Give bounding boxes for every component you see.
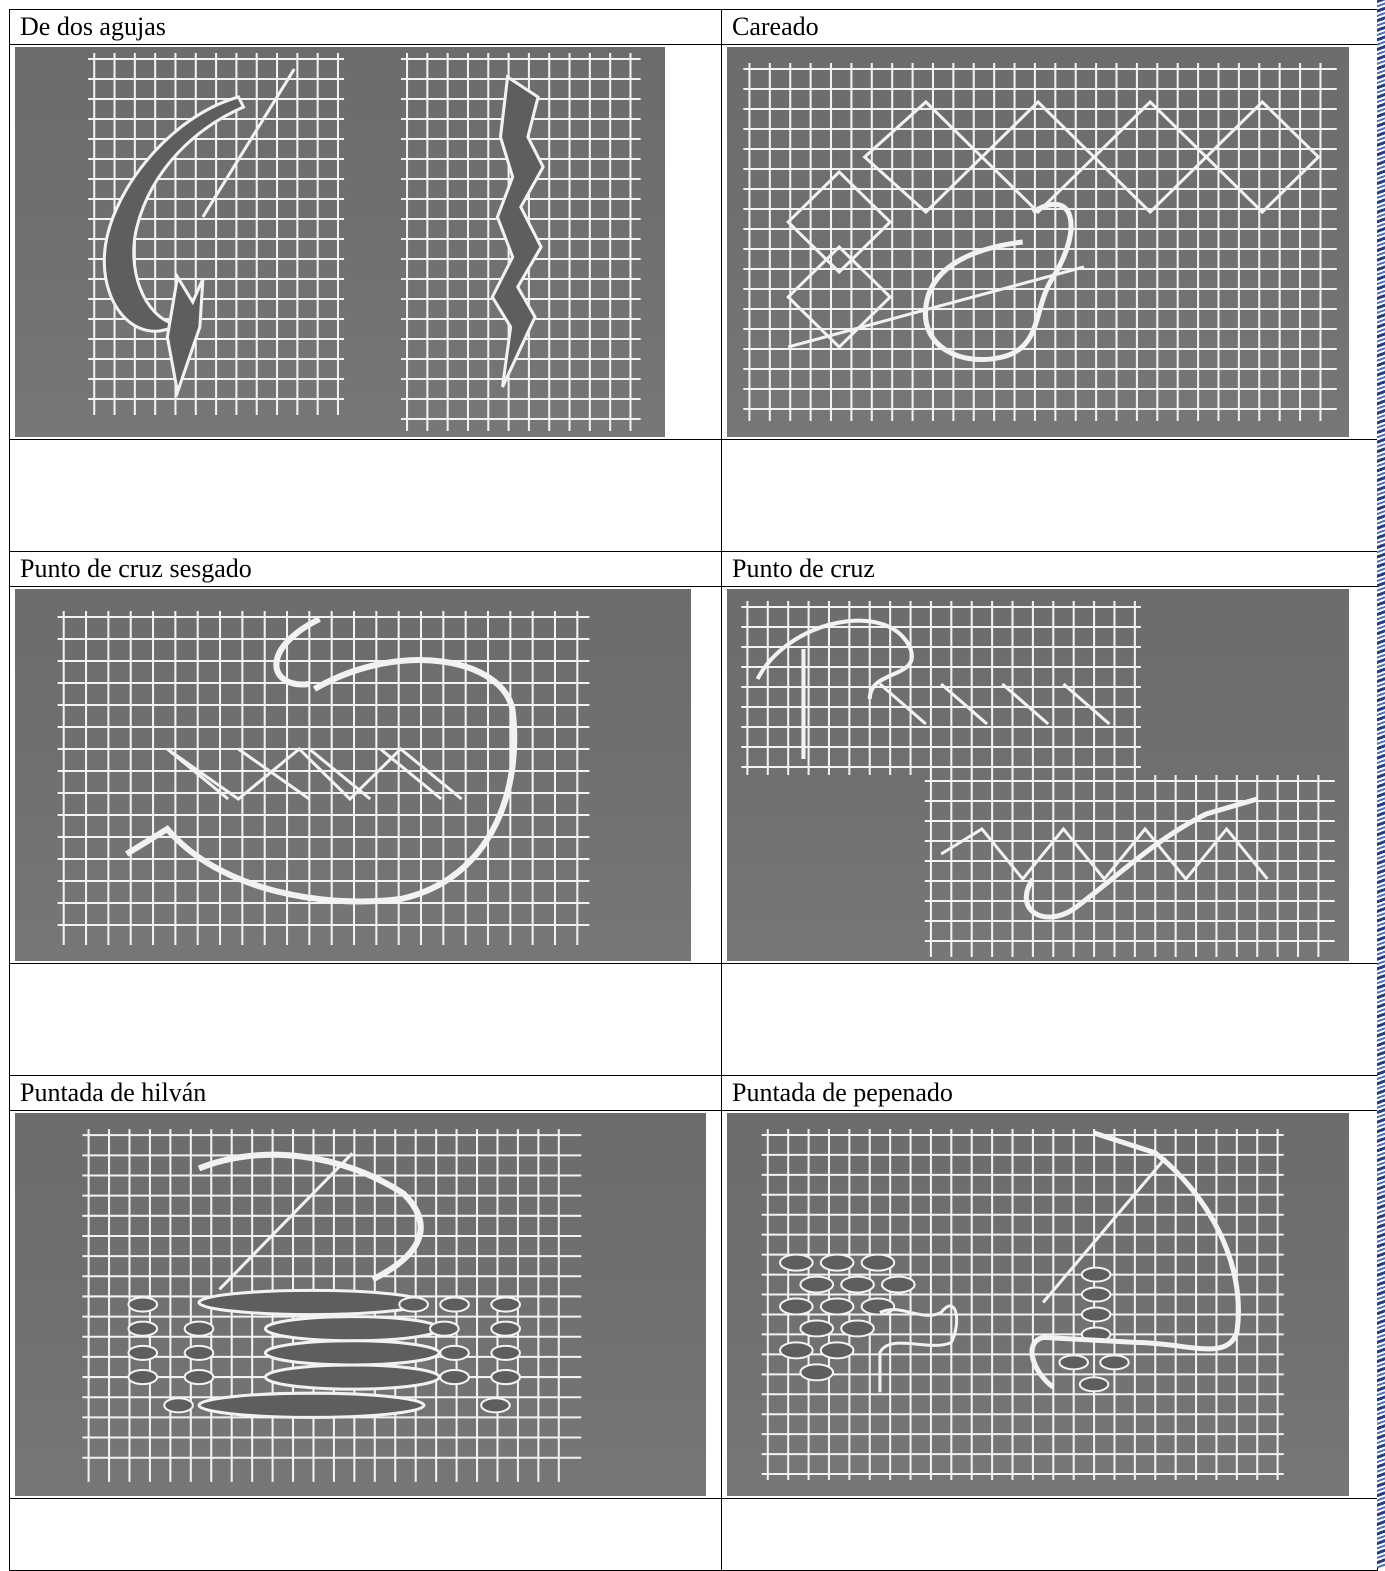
careado-stitch-diagram — [727, 47, 1349, 437]
basting-stitch-diagram — [15, 1113, 706, 1496]
pepenado-stitch-diagram — [727, 1113, 1349, 1496]
stitch-image-cell — [10, 587, 722, 964]
empty-cell — [10, 964, 722, 1076]
empty-cell — [722, 1499, 1378, 1571]
slanted-cross-stitch-diagram — [15, 589, 691, 961]
empty-cell — [722, 440, 1378, 552]
empty-cell — [10, 1499, 722, 1571]
stitch-image-cell — [722, 45, 1378, 440]
empty-cell — [10, 440, 722, 552]
stitch-label-punto-de-cruz-sesgado: Punto de cruz sesgado — [10, 552, 722, 587]
stitch-label-de-dos-agujas: De dos agujas — [10, 10, 722, 45]
stitch-image-cell — [10, 1111, 722, 1499]
stitch-label-puntada-de-hilvan: Puntada de hilván — [10, 1076, 722, 1111]
stitch-image-cell — [722, 587, 1378, 964]
stitch-label-puntada-de-pepenado: Puntada de pepenado — [722, 1076, 1378, 1111]
two-needle-stitch-diagram — [15, 47, 665, 437]
stitch-table: De dos agujas Careado — [9, 9, 1378, 1571]
stitch-image-cell — [722, 1111, 1378, 1499]
cross-stitch-diagram — [727, 589, 1349, 961]
stitch-image-cell — [10, 45, 722, 440]
decorative-border — [1377, 0, 1385, 1568]
stitch-label-punto-de-cruz: Punto de cruz — [722, 552, 1378, 587]
empty-cell — [722, 964, 1378, 1076]
stitch-label-careado: Careado — [722, 10, 1378, 45]
